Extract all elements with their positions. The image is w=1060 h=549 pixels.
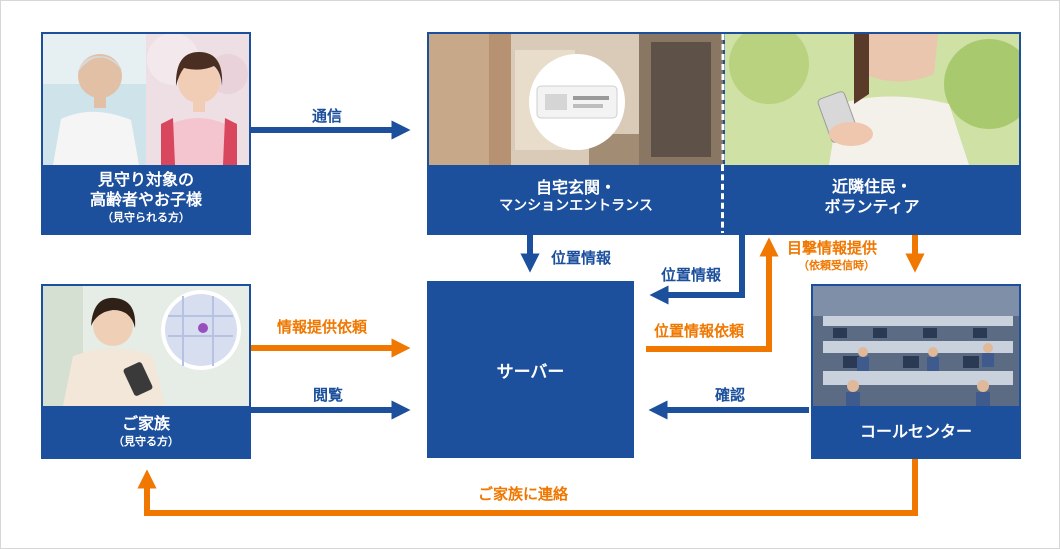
entrance-photo-icon bbox=[429, 34, 1019, 165]
node-entrance-neighbors: 自宅玄関・ マンションエントランス 近隣住民・ ボランティア bbox=[427, 32, 1021, 235]
watched-line1: 見守り対象の bbox=[97, 169, 194, 189]
label-sighting-info: 目撃情報提供 bbox=[787, 239, 878, 257]
node-callcenter: コールセンター bbox=[811, 284, 1021, 459]
arrow-contact-family bbox=[137, 459, 918, 516]
entrance-neighbors-photo bbox=[429, 34, 1019, 165]
label-confirm: 確認 bbox=[715, 386, 746, 404]
label-location-left: 位置情報 bbox=[661, 266, 722, 284]
entrance-line1: 自宅玄関・ bbox=[535, 178, 616, 198]
label-info-request: 情報提供依頼 bbox=[277, 318, 368, 336]
family-sub: （見守る方） bbox=[113, 435, 179, 449]
label-sighting-sub: （依頼受信時） bbox=[798, 259, 875, 272]
callcenter-photo bbox=[813, 286, 1019, 406]
arrow-location-request bbox=[646, 237, 779, 352]
label-comm: 通信 bbox=[312, 107, 343, 125]
family-woman-photo-icon bbox=[43, 286, 249, 406]
neighbors-line1: 近隣住民・ bbox=[831, 177, 912, 196]
entrance-line2: マンションエントランス bbox=[499, 198, 653, 215]
family-line1: ご家族 bbox=[121, 414, 170, 434]
family-photo bbox=[43, 286, 249, 406]
watched-line2: 高齢者やお子様 bbox=[89, 189, 202, 209]
caption-divider bbox=[721, 165, 724, 233]
elderly-child-photo-icon bbox=[43, 34, 249, 165]
node-family: ご家族 （見守る方） bbox=[41, 284, 251, 459]
call-center-room-photo-icon bbox=[813, 286, 1019, 406]
neighbors-line2: ボランティア bbox=[824, 197, 920, 216]
label-location-request: 位置情報依頼 bbox=[654, 322, 745, 340]
watched-sub: （見守られる方） bbox=[102, 210, 190, 224]
callcenter-label: コールセンター bbox=[859, 421, 972, 441]
server-label: サーバー bbox=[496, 362, 565, 382]
label-contact-family: ご家族に連絡 bbox=[478, 485, 569, 503]
label-location-down: 位置情報 bbox=[551, 249, 612, 267]
node-server: サーバー bbox=[427, 281, 634, 458]
arrow-location-left bbox=[649, 235, 745, 305]
label-browse: 閲覧 bbox=[313, 386, 344, 404]
node-watched: 見守り対象の 高齢者やお子様 （見守られる方） bbox=[41, 32, 251, 235]
watched-photo bbox=[43, 34, 249, 165]
